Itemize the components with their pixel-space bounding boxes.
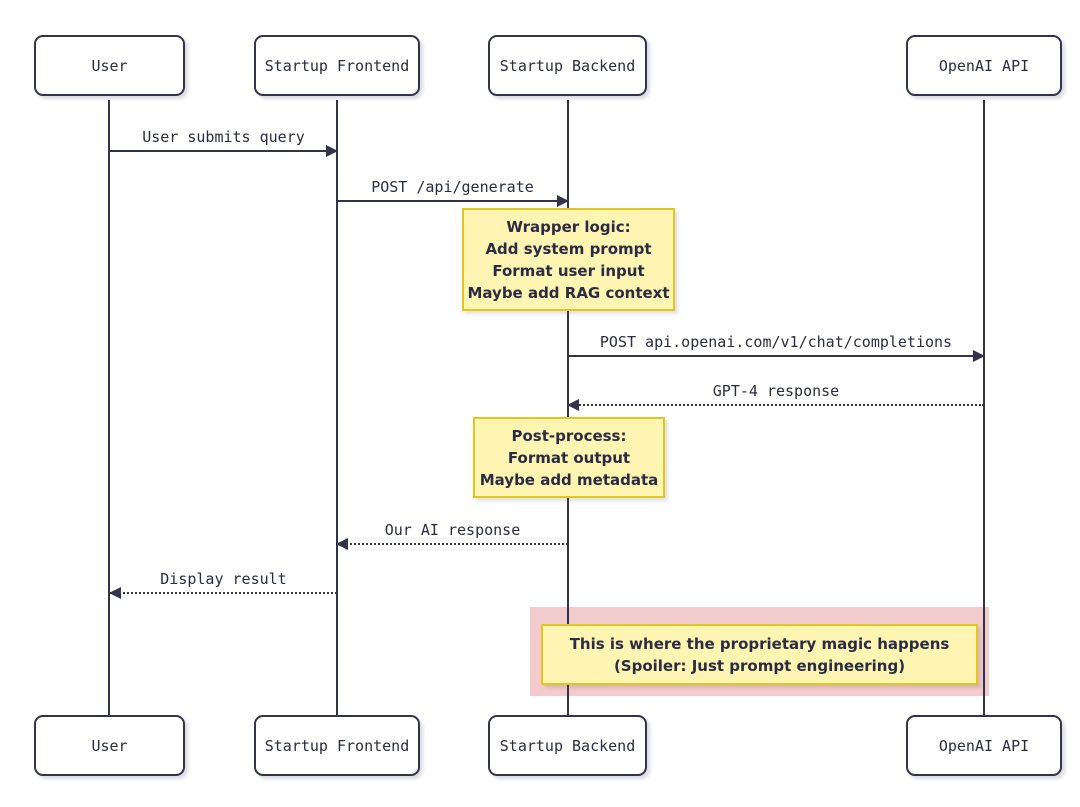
actor-label: User [91, 736, 128, 755]
note-line: Add system prompt [485, 239, 652, 258]
message-post-openai-completions: POST api.openai.com/v1/chat/completions [568, 333, 985, 362]
message-label: GPT-4 response [712, 382, 840, 400]
note-wrapper-logic: Wrapper logic: Add system prompt Format … [462, 208, 675, 311]
message-arrow-dotted [336, 538, 568, 550]
message-arrow-dotted [567, 399, 984, 411]
note-line: Maybe add RAG context [467, 283, 670, 302]
message-arrow-dotted [109, 587, 337, 599]
note-proprietary-magic: This is where the proprietary magic happ… [541, 624, 978, 685]
message-label: Display result [160, 570, 287, 588]
message-post-api-generate: POST /api/generate [337, 178, 569, 207]
arrowhead-left-icon [109, 587, 121, 599]
arrowhead-right-icon [557, 195, 569, 207]
note-line: Maybe add metadata [479, 470, 659, 489]
actor-label: Startup Frontend [264, 56, 410, 75]
note-line: Wrapper logic: [506, 217, 631, 236]
actor-label: OpenAI API [938, 736, 1030, 755]
message-arrow-solid [337, 195, 569, 207]
note-line: Format output [507, 448, 631, 467]
actor-label: OpenAI API [938, 56, 1030, 75]
actor-top-frontend: Startup Frontend [254, 35, 420, 96]
lifeline-frontend [336, 100, 338, 717]
arrowhead-right-icon [326, 145, 338, 157]
arrowhead-left-icon [336, 538, 348, 550]
actor-top-backend: Startup Backend [488, 35, 647, 96]
note-line: Format user input [492, 261, 645, 280]
arrowhead-left-icon [567, 399, 579, 411]
message-our-ai-response: Our AI response [336, 521, 568, 550]
actor-bottom-user: User [34, 715, 185, 776]
arrowhead-right-icon [973, 350, 985, 362]
lifeline-user [108, 100, 110, 717]
actor-bottom-openai: OpenAI API [906, 715, 1062, 776]
actor-label: User [91, 56, 128, 75]
message-label: Our AI response [384, 521, 521, 539]
message-user-submits-query: User submits query [110, 128, 338, 157]
message-arrow-solid [568, 350, 985, 362]
message-label: POST /api/generate [371, 178, 534, 196]
actor-label: Startup Frontend [264, 736, 410, 755]
lifeline-openai [983, 100, 985, 717]
actor-bottom-backend: Startup Backend [488, 715, 647, 776]
note-post-process: Post-process: Format output Maybe add me… [473, 417, 665, 498]
actor-label: Startup Backend [499, 56, 636, 75]
message-gpt4-response: GPT-4 response [567, 382, 984, 411]
note-line: This is where the proprietary magic happ… [569, 634, 950, 653]
actor-top-openai: OpenAI API [906, 35, 1062, 96]
message-label: POST api.openai.com/v1/chat/completions [599, 333, 953, 351]
actor-label: Startup Backend [499, 736, 636, 755]
actor-top-user: User [34, 35, 185, 96]
actor-bottom-frontend: Startup Frontend [254, 715, 420, 776]
note-line: Post-process: [511, 426, 627, 445]
note-line: (Spoiler: Just prompt engineering) [613, 656, 906, 675]
message-display-result: Display result [109, 570, 337, 599]
message-arrow-solid [110, 145, 338, 157]
message-label: User submits query [142, 128, 305, 146]
